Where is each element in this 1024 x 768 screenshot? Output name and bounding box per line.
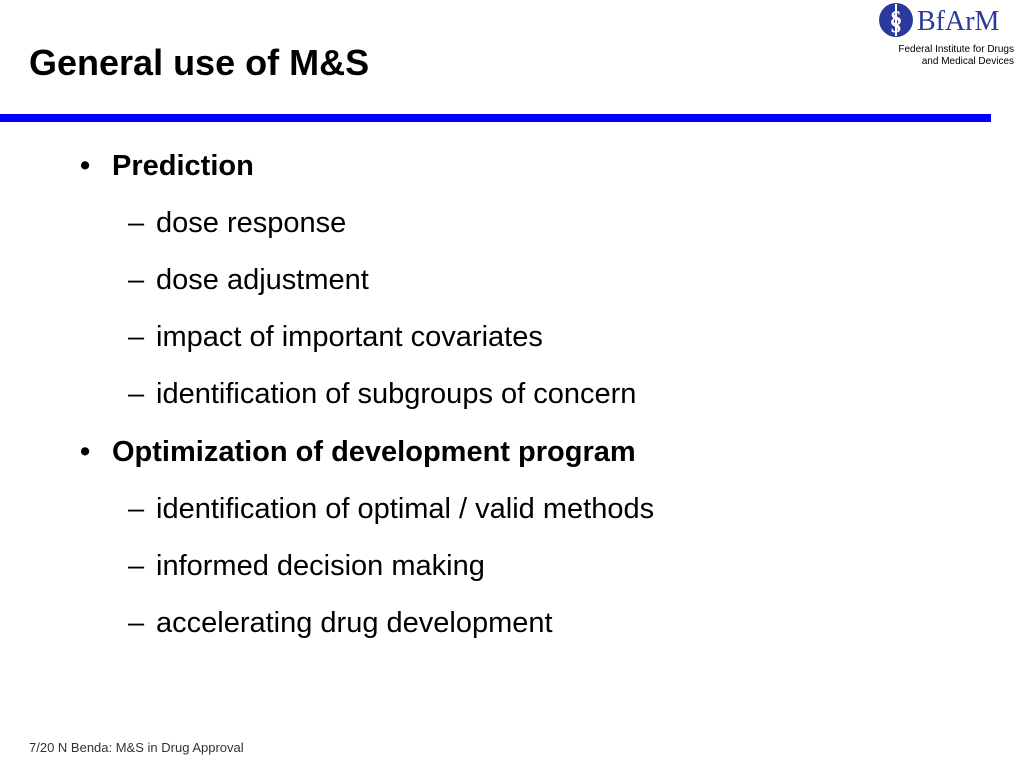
logo-subtitle-line-1: Federal Institute for Drugs xyxy=(898,44,1014,55)
sub-bullet-optimal-methods: –identification of optimal / valid metho… xyxy=(128,489,654,529)
sub-bullet-decision-making: –informed decision making xyxy=(128,546,485,586)
sub-bullet-text: identification of optimal / valid method… xyxy=(156,493,655,525)
sub-bullet-accelerating: –accelerating drug development xyxy=(128,603,553,643)
sub-bullet-text: impact of important covariates xyxy=(156,321,543,353)
bullet-marker: • xyxy=(80,436,91,468)
sub-bullet-text: dose response xyxy=(156,207,347,239)
sub-bullet-covariates: –impact of important covariates xyxy=(128,317,543,357)
dash-marker: – xyxy=(128,493,145,525)
sub-bullet-text: identification of subgroups of concern xyxy=(156,378,637,410)
header-divider xyxy=(0,114,991,122)
sub-bullet-dose-response: –dose response xyxy=(128,203,346,243)
dash-marker: – xyxy=(128,321,145,353)
dash-marker: – xyxy=(128,378,145,410)
bfarm-emblem-icon: § xyxy=(879,3,913,37)
dash-marker: – xyxy=(128,207,145,239)
bullet-text: Prediction xyxy=(112,150,254,182)
logo-subtitle-line-2: and Medical Devices xyxy=(921,56,1014,67)
slide-title: General use of M&S xyxy=(29,42,370,83)
dash-marker: – xyxy=(128,550,145,582)
sub-bullet-text: informed decision making xyxy=(156,550,485,582)
bullet-prediction: • Prediction xyxy=(80,146,254,186)
bfarm-logo: § BfArM Federal Institute for Drugs and … xyxy=(874,0,1020,74)
sub-bullet-text: dose adjustment xyxy=(156,264,369,296)
bullet-marker: • xyxy=(80,150,91,182)
dash-marker: – xyxy=(128,607,145,639)
bullet-text: Optimization of development program xyxy=(112,436,636,468)
sub-bullet-dose-adjustment: –dose adjustment xyxy=(128,260,369,300)
sub-bullet-subgroups: –identification of subgroups of concern xyxy=(128,374,636,414)
sub-bullet-text: accelerating drug development xyxy=(156,607,553,639)
slide-footer: 7/20 N Benda: M&S in Drug Approval xyxy=(29,740,244,755)
logo-wordmark: BfArM xyxy=(917,6,1000,37)
bullet-optimization: • Optimization of development program xyxy=(80,432,636,472)
dash-marker: – xyxy=(128,264,145,296)
logo-subtitle: Federal Institute for Drugs and Medical … xyxy=(898,44,1014,68)
